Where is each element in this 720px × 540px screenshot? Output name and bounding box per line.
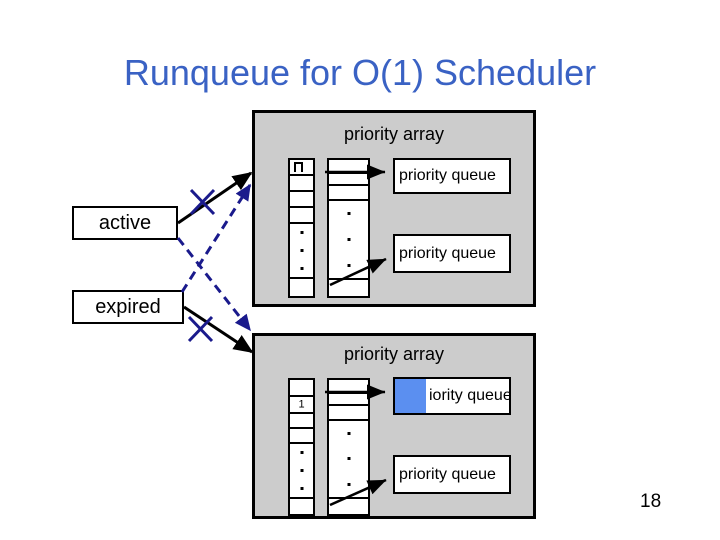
queue-slot-pointer — [329, 280, 368, 296]
selection-highlight-block — [395, 379, 426, 413]
priority-queue-label: priority queue — [399, 465, 496, 483]
queue-slot-dots — [329, 421, 368, 499]
bitmap-cell — [290, 192, 313, 208]
bitmap-column-active — [288, 158, 315, 298]
vertical-ellipsis-icon — [347, 201, 350, 278]
priority-queue-box-highlighted[interactable]: iority queue — [393, 377, 511, 415]
queue-pointer-column-active — [327, 158, 370, 298]
priority-array-caption: priority array — [343, 124, 445, 144]
queue-pointer-column-expired — [327, 378, 370, 516]
cross-out-mark-active — [189, 188, 216, 216]
queue-slot — [329, 160, 368, 174]
connector-active-to-bottom-array — [176, 237, 252, 332]
vertical-ellipsis-icon — [300, 224, 303, 277]
bitmap-cell — [290, 499, 313, 514]
queue-slot — [329, 186, 368, 201]
queue-slot — [329, 380, 368, 394]
bitmap-cell — [290, 176, 313, 192]
priority-queue-box[interactable]: priority queue — [393, 234, 511, 273]
connector-expired-to-top-array — [180, 183, 252, 293]
queue-slot-dots — [329, 201, 368, 280]
open-box-glyph-icon — [294, 162, 303, 172]
bitmap-cell — [290, 429, 313, 444]
bitmap-cell — [290, 279, 313, 296]
expired-pointer-box[interactable]: expired — [72, 290, 184, 324]
priority-queue-label: iority queue — [429, 387, 511, 404]
queue-slot-pointer — [329, 174, 368, 186]
queue-slot-pointer — [329, 499, 368, 514]
bitmap-cell-value: 1 — [298, 398, 305, 410]
connector-expired-to-bottom-array — [183, 305, 254, 354]
bitmap-cell-set: 1 — [290, 397, 313, 414]
priority-array-panel-active: priority array — [252, 110, 536, 307]
bitmap-cell — [290, 380, 313, 397]
bitmap-cell-dots — [290, 444, 313, 499]
cross-out-mark-expired — [187, 315, 214, 343]
page-number: 18 — [640, 491, 662, 512]
queue-slot-pointer — [329, 394, 368, 406]
connector-active-to-top-array — [177, 171, 253, 225]
active-pointer-box[interactable]: active — [72, 206, 178, 240]
priority-queue-box[interactable]: priority queue — [393, 455, 511, 494]
expired-label: expired — [95, 295, 161, 318]
priority-queue-label: priority queue — [399, 244, 496, 262]
vertical-ellipsis-icon — [347, 421, 350, 497]
bitmap-cell — [290, 208, 313, 224]
queue-slot — [329, 406, 368, 421]
bitmap-cell — [290, 414, 313, 429]
priority-queue-label: priority queue — [399, 167, 496, 184]
page-title: Runqueue for O(1) Scheduler — [123, 52, 597, 93]
bitmap-cell-dots — [290, 224, 313, 279]
bitmap-column-expired: 1 — [288, 378, 315, 516]
bitmap-cell — [290, 160, 313, 176]
vertical-ellipsis-icon — [300, 444, 303, 497]
priority-queue-box[interactable]: priority queue — [393, 158, 511, 194]
active-label: active — [98, 211, 152, 234]
priority-array-caption: priority array — [343, 344, 445, 364]
priority-array-panel-expired: priority array 1 — [252, 333, 536, 519]
